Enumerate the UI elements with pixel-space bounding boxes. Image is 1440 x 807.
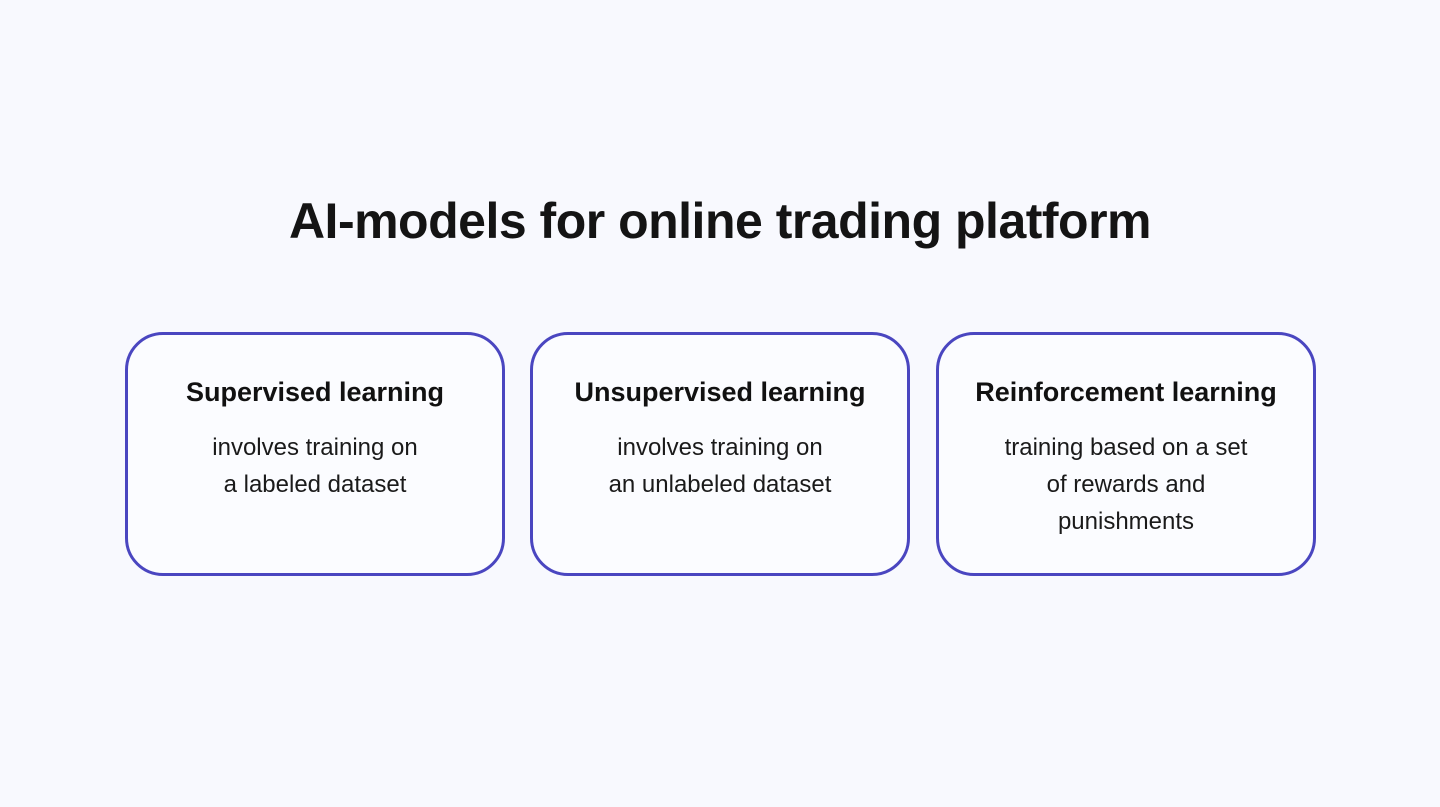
card-supervised-learning: Supervised learning involves training on… (125, 332, 505, 576)
card-description: training based on a set of rewards and p… (1004, 434, 1248, 535)
card-heading: Unsupervised learning (574, 377, 866, 407)
card-reinforcement-learning: Reinforcement learning training based on… (936, 332, 1316, 576)
card-unsupervised-learning: Unsupervised learning involves training … (530, 332, 910, 576)
card-heading: Reinforcement learning (975, 377, 1277, 407)
card-heading: Supervised learning (185, 377, 445, 407)
page-title: AI-models for online trading platform (288, 193, 1152, 249)
card-description: involves training on a labeled dataset (212, 434, 418, 498)
card-description: involves training on an unlabeled datase… (608, 434, 832, 498)
